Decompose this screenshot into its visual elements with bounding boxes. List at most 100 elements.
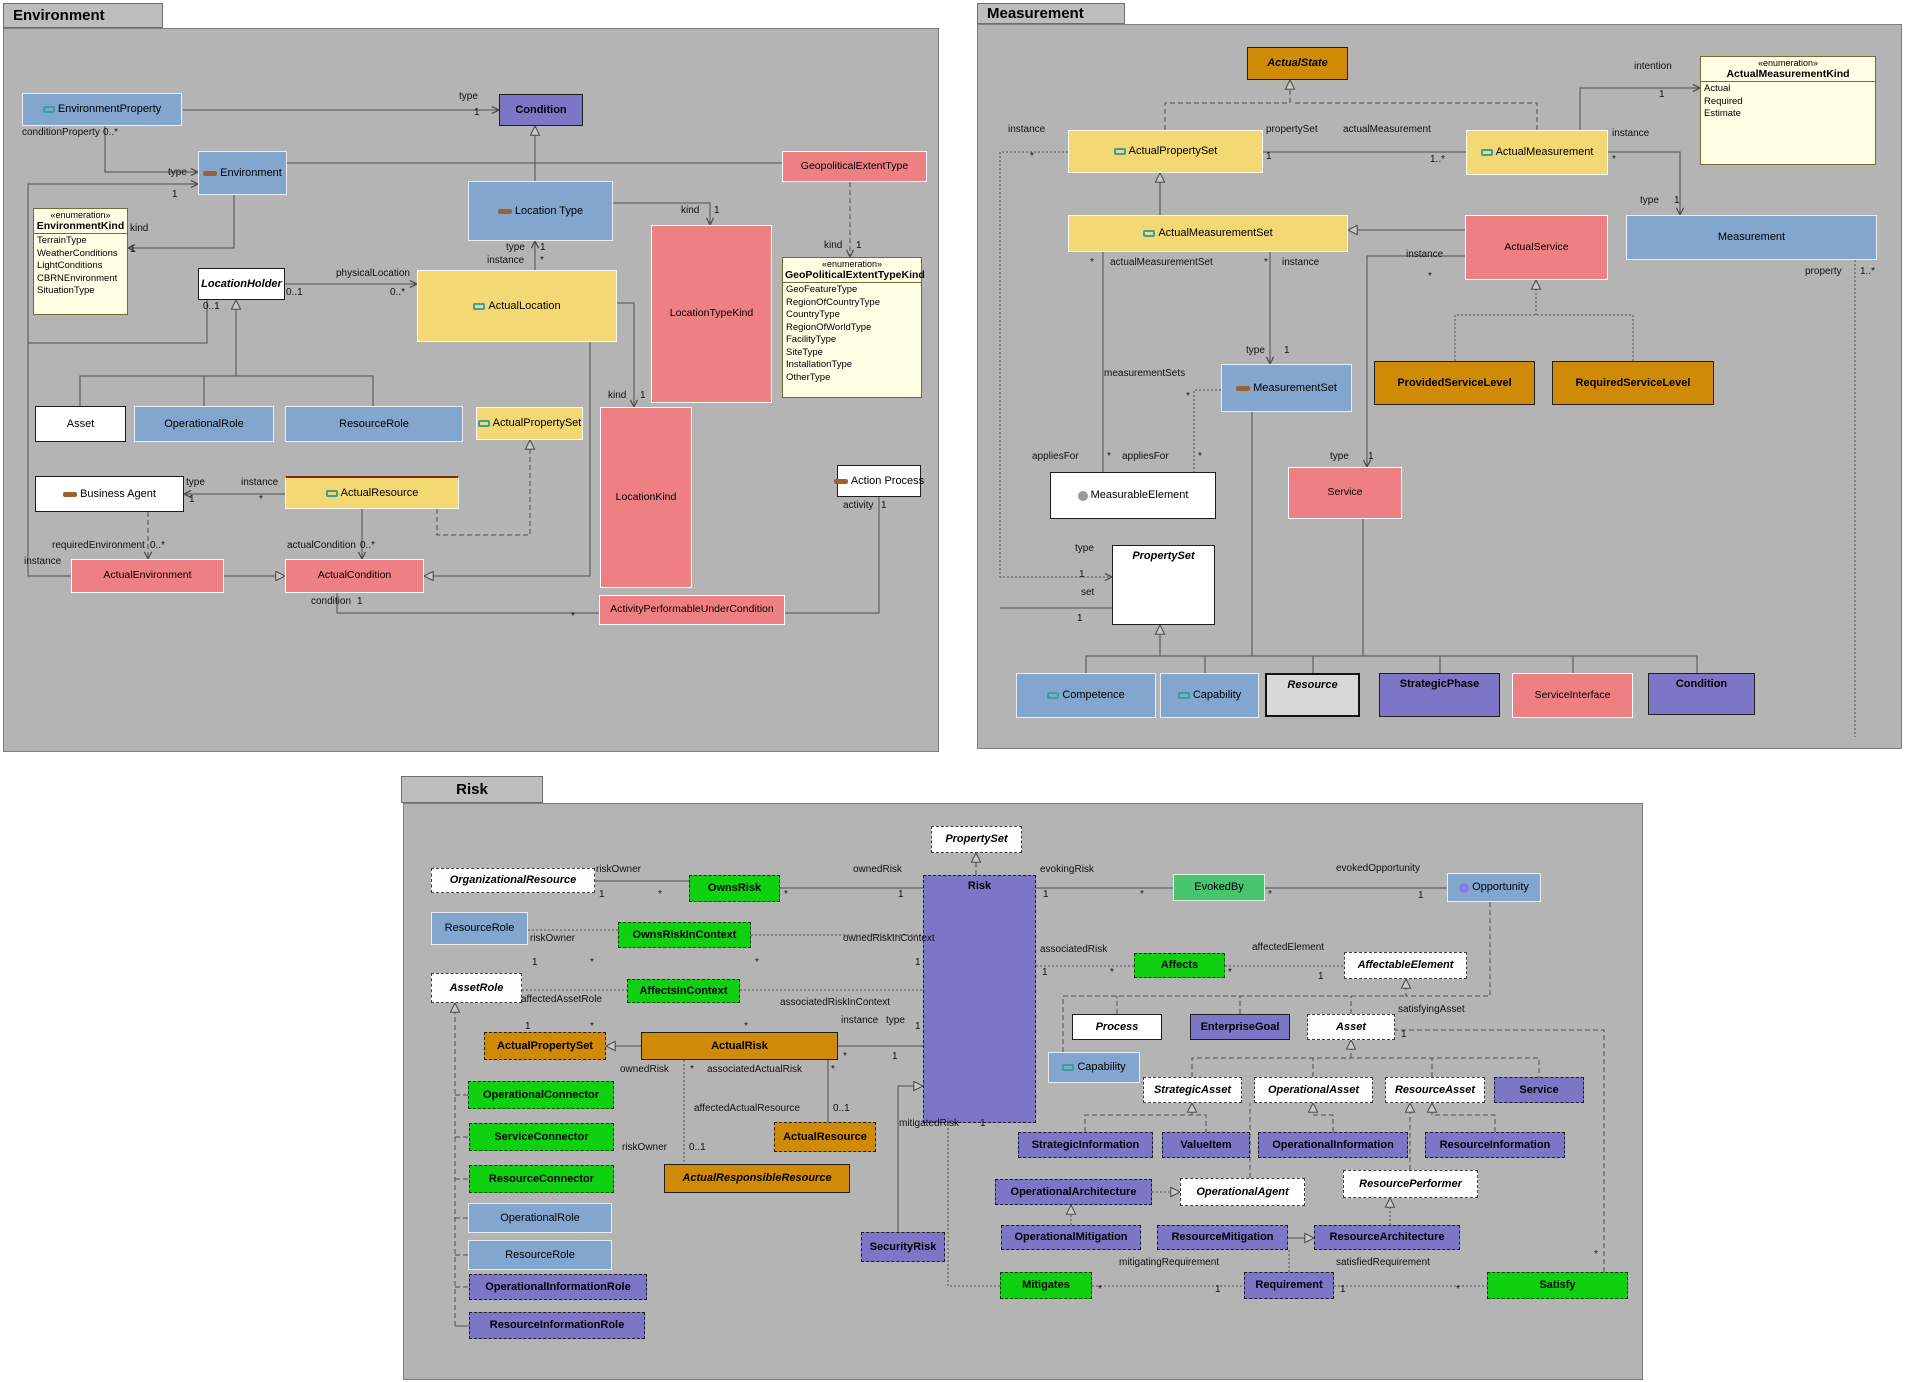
actor-bar-icon [833,478,848,484]
class-requirement[interactable]: Requirement [1244,1272,1334,1299]
class-operational-asset[interactable]: OperationalAsset [1254,1077,1373,1103]
class-actual-measurement[interactable]: ActualMeasurement [1466,130,1608,175]
class-environment-property[interactable]: EnvironmentProperty [22,93,182,126]
class-actual-resource-risk[interactable]: ActualResource [774,1122,876,1152]
class-operational-architecture[interactable]: OperationalArchitecture [995,1179,1152,1205]
class-enterprise-goal[interactable]: EnterpriseGoal [1190,1014,1290,1040]
package-tab-environment[interactable]: Environment [3,3,163,28]
class-measurement[interactable]: Measurement [1626,215,1877,260]
class-required-service-level[interactable]: RequiredServiceLevel [1552,361,1714,405]
edge-label: evokedOpportunity [1336,863,1420,874]
class-evoked-by[interactable]: EvokedBy [1173,874,1265,901]
class-name-label: Satisfy [1539,1279,1576,1292]
edge-label: satisfiedRequirement [1336,1257,1430,1268]
class-operational-mitigation[interactable]: OperationalMitigation [1001,1225,1141,1250]
class-resource-connector[interactable]: ResourceConnector [469,1165,614,1193]
class-process[interactable]: Process [1072,1014,1162,1040]
class-location-kind[interactable]: LocationKind [600,407,692,588]
class-strategic-information[interactable]: StrategicInformation [1018,1132,1153,1158]
class-affectable-element[interactable]: AffectableElement [1344,952,1467,979]
class-operational-information-role[interactable]: OperationalInformationRole [469,1274,647,1300]
class-resource-architecture[interactable]: ResourceArchitecture [1314,1225,1460,1250]
class-condition-measurement[interactable]: Condition [1648,673,1755,715]
class-actual-property-set-risk[interactable]: ActualPropertySet [484,1032,606,1060]
class-actual-measurement-set[interactable]: ActualMeasurementSet [1068,215,1348,252]
class-asset[interactable]: Asset [35,406,126,442]
class-geopolitical-extent-type[interactable]: GeopoliticalExtentType [782,151,927,182]
class-operational-role[interactable]: OperationalRole [134,406,274,442]
class-resource-role-risk[interactable]: ResourceRole [468,1240,612,1270]
class-resource-role-risk-owner[interactable]: ResourceRole [431,912,528,945]
class-value-item[interactable]: ValueItem [1162,1132,1250,1158]
class-operational-agent[interactable]: OperationalAgent [1180,1178,1305,1206]
class-actual-state[interactable]: ActualState [1247,47,1348,80]
class-actual-location[interactable]: ActualLocation [417,270,617,342]
class-affects-in-context[interactable]: AffectsInContext [627,979,740,1003]
class-opportunity[interactable]: Opportunity [1447,873,1541,902]
class-organizational-resource[interactable]: OrganizationalResource [431,868,595,893]
class-provided-service-level[interactable]: ProvidedServiceLevel [1374,361,1535,405]
class-actual-responsible-resource[interactable]: ActualResponsibleResource [664,1164,850,1193]
class-property-set-measurement[interactable]: PropertySet [1112,545,1215,625]
class-location-type[interactable]: Location Type [468,181,613,241]
class-activity-performable-under-condition[interactable]: ActivityPerformableUnderCondition [599,595,785,625]
edge-label: actualMeasurement [1343,124,1431,135]
class-resource[interactable]: Resource [1265,673,1360,717]
class-actual-property-set[interactable]: ActualPropertySet [476,407,583,440]
class-security-risk[interactable]: SecurityRisk [861,1232,945,1262]
class-resource-mitigation[interactable]: ResourceMitigation [1157,1225,1288,1250]
class-operational-connector[interactable]: OperationalConnector [468,1081,614,1109]
class-name-label: Resource [1287,679,1338,691]
class-condition[interactable]: Condition [499,94,583,126]
class-service-connector[interactable]: ServiceConnector [469,1123,614,1151]
class-satisfy[interactable]: Satisfy [1487,1272,1628,1299]
class-resource-asset[interactable]: ResourceAsset [1385,1077,1485,1103]
class-actual-risk[interactable]: ActualRisk [641,1032,838,1060]
class-owns-risk[interactable]: OwnsRisk [689,875,780,902]
class-actual-service[interactable]: ActualService [1465,215,1608,280]
package-tab-risk[interactable]: Risk [401,776,543,803]
class-owns-risk-in-context[interactable]: OwnsRiskInContext [618,922,751,948]
class-capability-measurement[interactable]: Capability [1160,673,1259,718]
class-strategic-asset[interactable]: StrategicAsset [1143,1077,1242,1103]
class-operational-role-risk[interactable]: OperationalRole [468,1203,612,1233]
class-asset-risk[interactable]: Asset [1307,1014,1395,1040]
class-actual-environment[interactable]: ActualEnvironment [71,559,224,593]
class-resource-information-role[interactable]: ResourceInformationRole [469,1312,645,1339]
class-risk[interactable]: Risk [923,875,1036,1123]
class-resource-information[interactable]: ResourceInformation [1425,1132,1565,1158]
class-actual-property-set-measurement[interactable]: ActualPropertySet [1068,130,1263,173]
class-asset-role[interactable]: AssetRole [431,973,522,1003]
edge-label: instance [841,1015,879,1026]
class-measurement-set[interactable]: MeasurementSet [1221,364,1352,412]
package-tab-measurement[interactable]: Measurement [977,3,1125,24]
class-name-label: ActualPropertySet [497,1039,593,1052]
class-affects[interactable]: Affects [1134,953,1225,978]
class-service-interface[interactable]: ServiceInterface [1512,673,1633,718]
class-service-measurement[interactable]: Service [1288,467,1402,519]
class-strategic-phase[interactable]: StrategicPhase [1379,673,1500,717]
class-business-agent[interactable]: Business Agent [35,476,184,512]
class-mitigates[interactable]: Mitigates [1000,1272,1092,1299]
class-actual-condition[interactable]: ActualCondition [285,559,424,593]
class-location-type-kind[interactable]: LocationTypeKind [651,225,772,403]
class-name-label: GeopoliticalExtentType [800,159,909,172]
class-name-label: ResourceConnector [488,1172,595,1185]
class-capability-risk[interactable]: Capability [1048,1052,1140,1083]
class-property-set-risk[interactable]: PropertySet [931,826,1022,853]
class-location-holder[interactable]: LocationHolder [198,268,285,300]
class-resource-role[interactable]: ResourceRole [285,406,463,442]
class-actual-resource[interactable]: ActualResource [285,476,459,509]
class-environment[interactable]: Environment [198,151,287,195]
class-operational-information[interactable]: OperationalInformation [1258,1132,1408,1158]
edge-label: 1 [1659,89,1665,100]
class-measurable-element[interactable]: MeasurableElement [1050,472,1216,519]
class-service-risk[interactable]: Service [1494,1077,1584,1103]
class-competence[interactable]: Competence [1016,673,1156,718]
edge-label: instance [1008,124,1046,135]
class-action-process[interactable]: Action Process [833,465,924,497]
class-resource-performer[interactable]: ResourcePerformer [1343,1170,1478,1198]
